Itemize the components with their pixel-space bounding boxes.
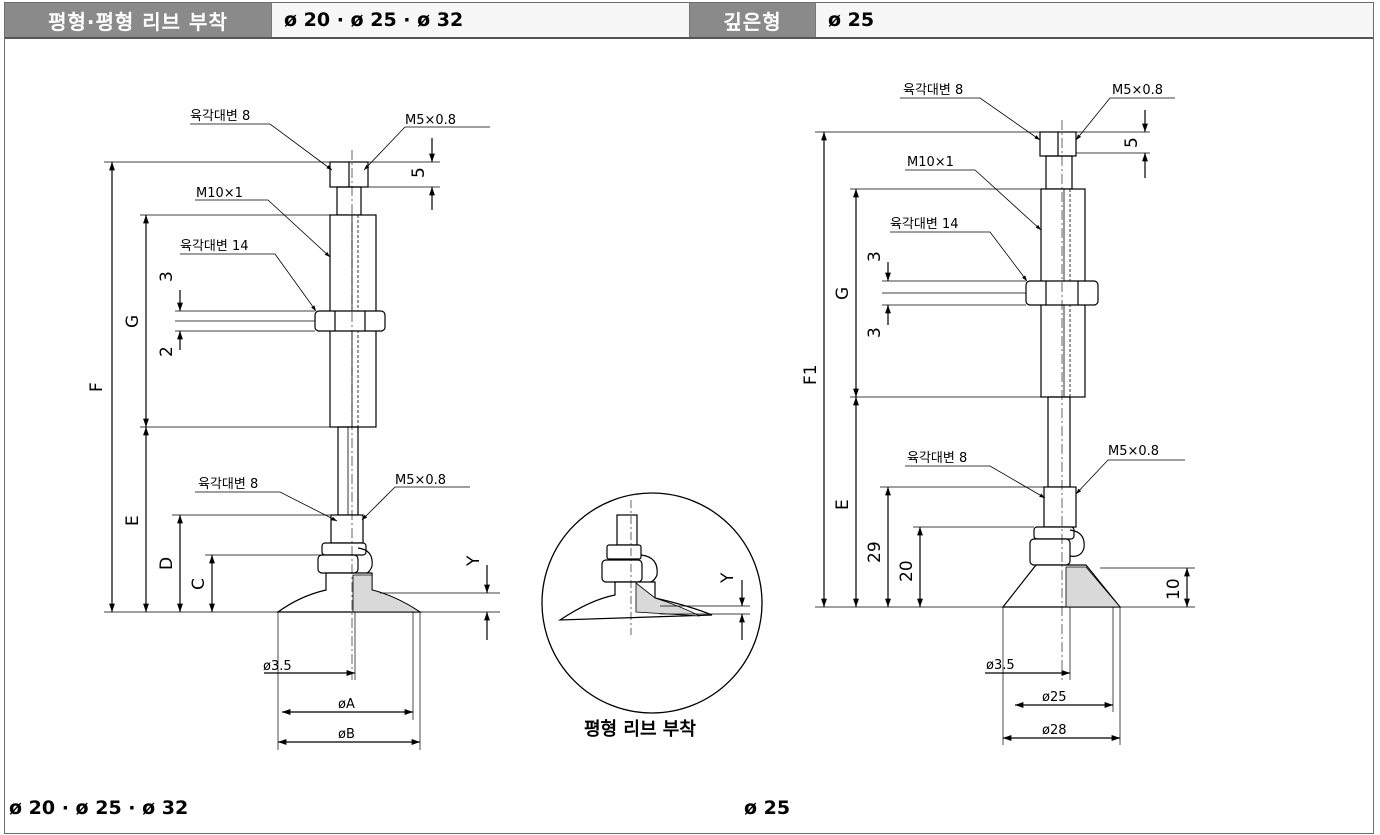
right-10-label: 10: [1164, 578, 1184, 600]
right-F1-label: F1: [801, 364, 821, 385]
left-5-label: 5: [409, 167, 429, 178]
left-hex-top-label: 육각대변 8: [190, 109, 250, 124]
right-dia-28-label: ø28: [1042, 723, 1067, 738]
right-thread-bottom-label: M5×0.8: [1108, 444, 1159, 459]
left-E-label: E: [123, 515, 143, 526]
right-hex-mid-label: 육각대변 14: [890, 217, 959, 232]
left-bottom-hex: [330, 514, 364, 544]
left-sizes: ø 20 · ø 25 · ø 32: [284, 9, 464, 31]
right-dia-35-label: ø3.5: [986, 658, 1015, 673]
left-D-label: D: [157, 557, 177, 570]
right-lower-shaft: [1047, 396, 1071, 488]
left-thread-top-label: M5×0.8: [405, 113, 456, 128]
right-bottom-hex: [1043, 486, 1077, 528]
left-thread-bottom-label: M5×0.8: [395, 473, 446, 488]
detail-Y-label: Y: [718, 572, 738, 584]
left-rotated-labels: F G E D C Y 5 3 2: [87, 167, 484, 590]
left-hex-bottom-label: 육각대변 8: [198, 477, 258, 492]
left-dia-A-label: øA: [338, 697, 355, 712]
left-F-label: F: [87, 382, 107, 392]
left-Y-label: Y: [464, 555, 484, 567]
right-sizes-cell: ø 25: [815, 3, 1373, 37]
left-hex-mid-label: 육각대변 14: [180, 239, 249, 254]
footer-right-sizes: ø 25: [744, 797, 791, 819]
right-E-label: E: [833, 499, 853, 510]
right-5-label: 5: [1122, 137, 1142, 148]
left-title-cell: 평형·평형 리브 부착: [5, 3, 271, 37]
right-thread-body-label: M10×1: [907, 155, 954, 170]
header-bar: 평형·평형 리브 부착 ø 20 · ø 25 · ø 32 깊은형 ø 25: [5, 3, 1373, 39]
right-thread-top-label: M5×0.8: [1112, 83, 1163, 98]
rib-detail: [541, 492, 763, 714]
left-G-label: G: [123, 315, 143, 328]
right-29-label: 29: [865, 541, 885, 563]
left-labels: 육각대변 8 M5×0.8 M10×1 육각대변 14 육각대변 8 M5×0.…: [180, 109, 456, 742]
detail-circle: [541, 492, 763, 714]
right-labels: 육각대변 8 M5×0.8 M10×1 육각대변 14 육각대변 8 M5×0.…: [890, 83, 1163, 738]
right-hex-bottom-label: 육각대변 8: [907, 451, 967, 466]
left-dia-35-label: ø3.5: [263, 659, 292, 674]
right-hex-top-label: 육각대변 8: [903, 83, 963, 98]
right-3a-label: 3: [865, 251, 885, 262]
left-pad-drawing: [104, 123, 500, 750]
right-dia-25-label: ø25: [1042, 690, 1067, 705]
drawing-frame: [4, 2, 1374, 834]
left-sizes-cell: ø 20 · ø 25 · ø 32: [271, 3, 689, 37]
right-sizes: ø 25: [828, 9, 875, 31]
left-title: 평형·평형 리브 부착: [48, 9, 228, 34]
footer-left-sizes: ø 20 · ø 25 · ø 32: [9, 797, 189, 819]
right-20-label: 20: [897, 560, 917, 582]
right-G-label: G: [833, 287, 853, 300]
right-title: 깊은형: [723, 9, 782, 34]
left-upper-shaft: [336, 186, 362, 216]
right-3b-label: 3: [865, 327, 885, 338]
detail-caption: 평형 리브 부착: [584, 719, 696, 740]
right-pad-drawing: [815, 97, 1195, 745]
left-3-label: 3: [157, 271, 177, 282]
left-C-label: C: [189, 578, 209, 590]
left-mid-hex-nut: [314, 310, 386, 332]
right-title-cell: 깊은형: [689, 3, 815, 37]
left-dia-B-label: øB: [338, 727, 355, 742]
right-rotated-labels: F1 G E 29 20 10 5 3 3: [801, 137, 1184, 600]
left-2-label: 2: [157, 346, 177, 357]
left-thread-body-label: M10×1: [196, 186, 243, 201]
right-upper-shaft: [1045, 155, 1073, 190]
